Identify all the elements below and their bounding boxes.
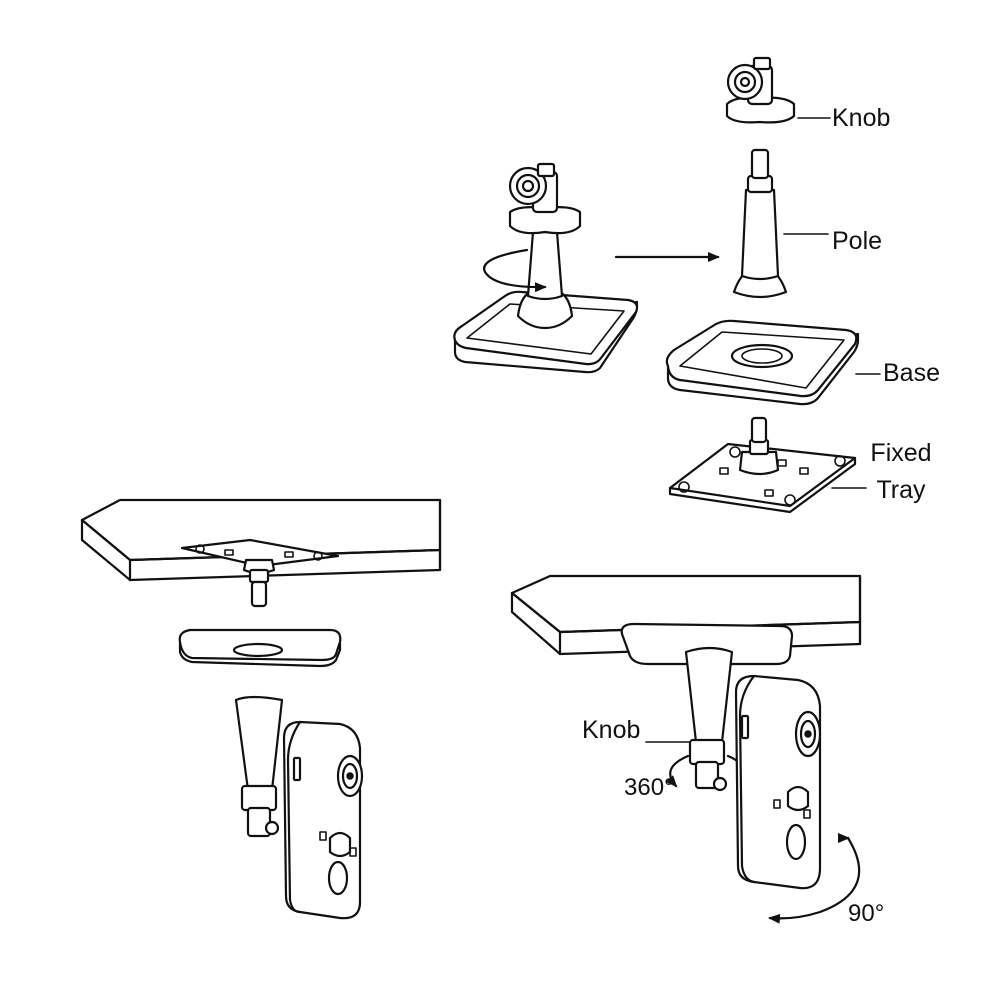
camera-left	[234, 695, 364, 920]
label-rotation-90: 90°	[848, 900, 885, 927]
exploded-fixed-tray	[668, 416, 857, 514]
label-knob-top: Knob	[832, 104, 891, 132]
ceiling-tray-left	[180, 538, 340, 608]
label-rotation-360: 360°	[624, 774, 674, 801]
assembled-pole	[526, 230, 564, 301]
label-pole: Pole	[832, 227, 883, 255]
base-left	[178, 628, 342, 668]
assembled-bracket	[453, 162, 639, 374]
base-right-mounted	[620, 622, 794, 666]
label-fixed-tray-line2: Tray	[876, 476, 926, 504]
rotation-90-arrow	[768, 836, 861, 924]
assembled-pole-foot	[516, 290, 574, 330]
exploded-knob	[725, 56, 796, 124]
label-knob-bottom: Knob	[582, 716, 641, 744]
camera-right	[665, 646, 861, 924]
exploded-pole	[732, 148, 788, 299]
exploded-base	[665, 319, 860, 406]
label-base: Base	[883, 359, 940, 387]
label-fixed-tray-line1: Fixed	[870, 439, 932, 467]
rotation-360-arrow-left	[665, 754, 690, 788]
rotation-arrow-left	[483, 248, 547, 293]
